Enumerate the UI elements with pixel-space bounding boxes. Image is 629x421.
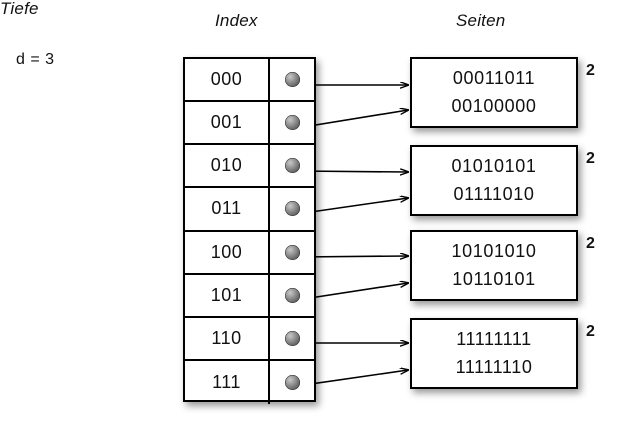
page-box-1[interactable]: 01010101 01111010 bbox=[410, 145, 578, 216]
page-local-depth-2: 2 bbox=[586, 235, 595, 252]
index-key: 011 bbox=[185, 188, 270, 230]
page-box-0[interactable]: 00011011 00100000 bbox=[410, 57, 578, 128]
page-record: 01111010 bbox=[453, 183, 535, 204]
filled-circle-pointer-icon bbox=[284, 72, 300, 88]
index-pointer-cell[interactable] bbox=[270, 188, 314, 229]
index-table: 000 001 010 011 100 bbox=[183, 57, 316, 404]
page-local-depth-1: 2 bbox=[586, 150, 595, 167]
page-record: 00011011 bbox=[452, 67, 536, 88]
index-row-011[interactable]: 011 bbox=[185, 188, 314, 232]
index-row-010[interactable]: 010 bbox=[185, 145, 314, 189]
page-record: 01010101 bbox=[451, 155, 537, 176]
page-box-2[interactable]: 10101010 10110101 bbox=[410, 230, 578, 301]
index-key: 110 bbox=[185, 317, 270, 359]
page-record: 11111111 bbox=[456, 328, 532, 349]
page-box-3[interactable]: 11111111 11111110 bbox=[410, 318, 578, 389]
index-key: 010 bbox=[185, 145, 270, 187]
index-pointer-cell[interactable] bbox=[270, 275, 314, 316]
depth-value: d = 3 bbox=[16, 51, 55, 68]
index-key: 001 bbox=[185, 102, 270, 144]
filled-circle-pointer-icon bbox=[284, 330, 300, 346]
index-row-001[interactable]: 001 bbox=[185, 102, 314, 146]
index-key: 101 bbox=[185, 274, 270, 316]
index-key: 000 bbox=[185, 59, 270, 101]
index-pointer-cell[interactable] bbox=[270, 59, 314, 100]
filled-circle-pointer-icon bbox=[284, 374, 300, 390]
index-row-000[interactable]: 000 bbox=[185, 59, 314, 103]
tiefe-label: Tiefe bbox=[0, 0, 39, 18]
index-row-100[interactable]: 100 bbox=[185, 231, 314, 275]
filled-circle-pointer-icon bbox=[284, 287, 300, 303]
filled-circle-pointer-icon bbox=[284, 244, 300, 260]
filled-circle-pointer-icon bbox=[284, 158, 300, 174]
index-pointer-cell[interactable] bbox=[270, 361, 314, 404]
index-pointer-cell[interactable] bbox=[270, 145, 314, 186]
index-column-header: Index bbox=[215, 11, 258, 30]
index-pointer-cell[interactable] bbox=[270, 318, 314, 359]
index-pointer-cell[interactable] bbox=[270, 232, 314, 273]
index-row-110[interactable]: 110 bbox=[185, 317, 314, 361]
index-row-101[interactable]: 101 bbox=[185, 274, 314, 318]
index-pointer-cell[interactable] bbox=[270, 102, 314, 143]
filled-circle-pointer-icon bbox=[284, 115, 300, 131]
index-key: 100 bbox=[185, 231, 270, 273]
page-record: 10110101 bbox=[452, 268, 536, 289]
index-key: 111 bbox=[185, 360, 270, 404]
index-row-111[interactable]: 111 bbox=[185, 360, 314, 404]
page-record: 11111110 bbox=[455, 356, 533, 377]
pages-column-header: Seiten bbox=[456, 11, 506, 30]
page-local-depth-3: 2 bbox=[586, 323, 595, 340]
page-record: 00100000 bbox=[451, 95, 537, 116]
page-record: 10101010 bbox=[451, 240, 537, 261]
filled-circle-pointer-icon bbox=[284, 201, 300, 217]
page-local-depth-0: 2 bbox=[586, 62, 595, 79]
